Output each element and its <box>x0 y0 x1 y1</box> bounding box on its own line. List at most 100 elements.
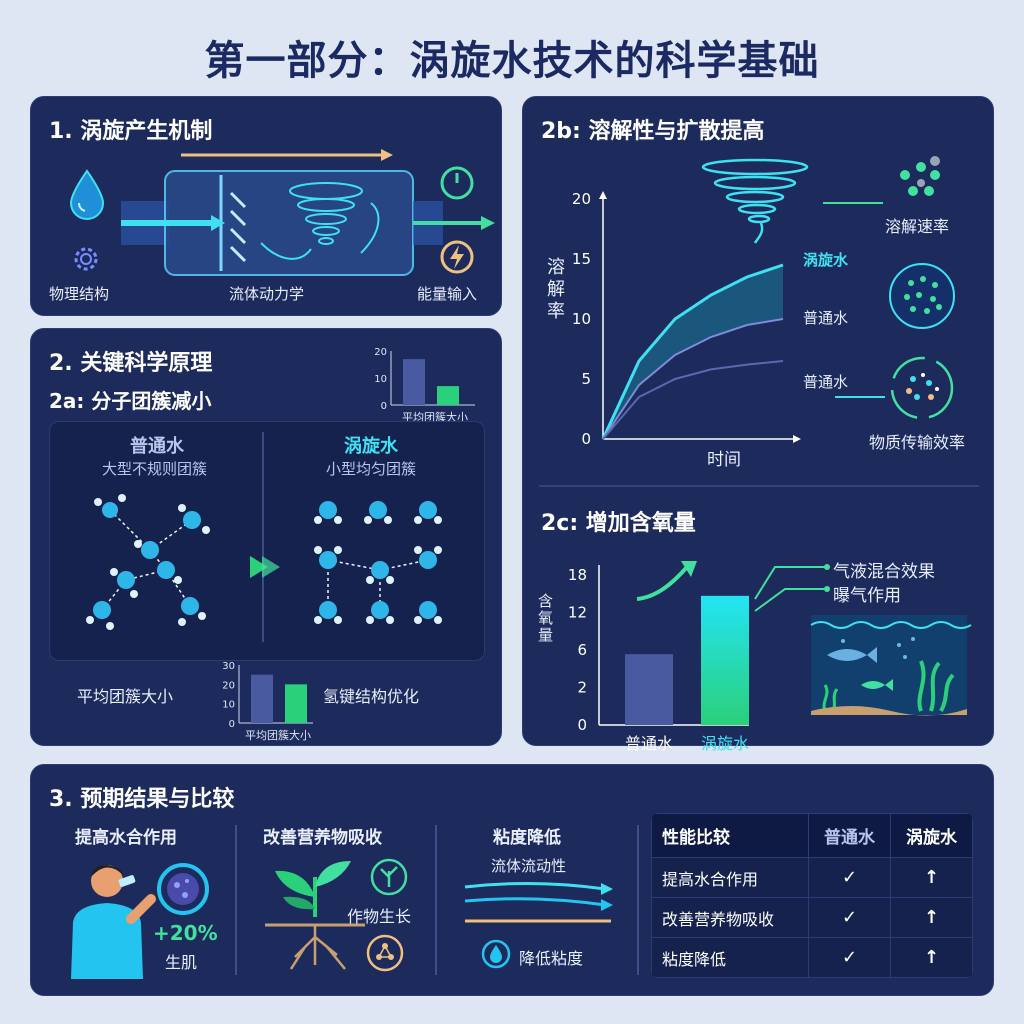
person-drinking-icon <box>71 865 156 979</box>
nutrient-sub: 作物生长 <box>347 907 412 926</box>
y-tick-label: 0 <box>581 430 591 448</box>
table-cell: 改善营养物吸收 <box>651 897 809 938</box>
section-title: 2. 关键科学原理 <box>49 351 213 376</box>
series-line-1 <box>602 318 784 440</box>
y-tick-label: 5 <box>581 370 591 388</box>
series-line-0 <box>601 263 784 440</box>
check-icon: ✓ <box>808 857 891 898</box>
side-connector-2 <box>835 396 885 398</box>
series-line-2 <box>602 360 784 440</box>
ordinary-water-subheading: 大型不规则团簇 <box>102 460 208 478</box>
avg-cluster-label: 平均团簇大小 <box>77 687 174 706</box>
table-row: 粘度降低 ✓ ↑ <box>651 937 973 978</box>
xlabel-time: 时间 <box>707 450 741 470</box>
vortex-water-heading: 涡旋水 <box>344 436 398 457</box>
transport-efficiency-icon <box>890 356 954 420</box>
viscosity-note: 降低粘度 <box>519 949 584 968</box>
label-energy-input: 能量输入 <box>417 285 478 303</box>
table-cell: 粘度降低 <box>651 937 809 978</box>
panel-key-principles: 2. 关键科学原理 2a: 分子团簇减小 20 10 0 平均团簇大小 普通水 大型不… <box>30 328 502 746</box>
hydration-value: +20% <box>153 921 218 945</box>
table-row: 改善营养物吸收 ✓ ↑ <box>651 897 973 938</box>
y-tick-label: 0 <box>577 716 587 734</box>
mini-bar <box>285 684 307 723</box>
viscosity-title: 粘度降低 <box>493 828 561 848</box>
increase-arrow <box>636 561 697 601</box>
gear-icon <box>74 247 98 271</box>
hbond-label: 氢键结构优化 <box>323 687 420 706</box>
cluster-comparison-box: 普通水 大型不规则团簇 涡旋水 小型均匀团簇 <box>49 421 485 661</box>
mini-bar <box>437 386 459 405</box>
label-dissolution-rate: 溶解速率 <box>885 217 950 236</box>
mini-tick-label: 0 <box>381 401 387 412</box>
table-header-cell: 普通水 <box>808 813 891 858</box>
page-title: 第一部分：涡旋水技术的科学基础 <box>204 38 820 84</box>
up-arrow-icon: ↑ <box>890 857 973 898</box>
mini-caption: 平均团簇大小 <box>402 410 468 424</box>
flow-direction-arrow <box>181 149 393 161</box>
subsection-title: 2a: 分子团簇减小 <box>49 389 212 413</box>
mini-tick-label: 20 <box>374 347 387 358</box>
legend-ordinary-1: 普通水 <box>803 309 849 327</box>
mini-tick-label: 10 <box>222 700 235 711</box>
table-cell: 提高水合作用 <box>651 857 809 898</box>
section-divider <box>539 485 979 487</box>
cell-icon <box>157 863 209 915</box>
section-title: 1. 涡旋产生机制 <box>49 119 213 144</box>
note-aeration: 曝气作用 <box>833 586 901 606</box>
power-icon <box>440 166 474 200</box>
label-transport-efficiency: 物质传输效率 <box>869 433 966 452</box>
y-tick-label: 6 <box>577 641 587 659</box>
table-header-cell: 性能比较 <box>651 813 809 858</box>
dissolving-particles-icon <box>900 156 940 196</box>
flow-lines-icon <box>464 881 613 923</box>
y-tick-label: 12 <box>568 604 587 622</box>
divider-1 <box>235 825 237 975</box>
molecule-icon <box>366 934 404 972</box>
bar-0 <box>625 654 673 725</box>
uniform-cluster-molecules <box>314 501 442 624</box>
table-header-cell: 涡旋水 <box>890 813 973 858</box>
vortex-area <box>603 265 783 439</box>
legend-ordinary-2: 普通水 <box>803 373 849 391</box>
section-title: 3. 预期结果与比较 <box>49 787 235 812</box>
divider-3 <box>637 825 639 975</box>
mini-bar-chart-top: 20 10 0 平均团簇大小 <box>374 347 475 424</box>
mini-caption: 平均团簇大小 <box>245 728 311 742</box>
mini-tick-label: 10 <box>374 374 387 385</box>
label-physical-structure: 物理结构 <box>49 285 110 303</box>
y-tick-label: 15 <box>572 250 591 268</box>
divider-2 <box>435 825 437 975</box>
vortex-swirl-icon <box>701 158 809 244</box>
panel-vortex-mechanism: 1. 涡旋产生机制 <box>30 96 502 316</box>
divider-line <box>262 432 264 642</box>
section-title: 2b: 溶解性与扩散提高 <box>541 119 765 144</box>
water-drop-icon <box>69 169 105 220</box>
label-fluid-dynamics: 流体动力学 <box>229 285 305 303</box>
hydration-title: 提高水合作用 <box>75 828 177 848</box>
x-axis-arrow <box>793 435 801 443</box>
viscosity-sub: 流体流动性 <box>491 857 567 875</box>
table-row: 提高水合作用 ✓ ↑ <box>651 857 973 898</box>
bar-1 <box>701 595 749 725</box>
side-connector-1 <box>823 202 883 204</box>
vortex-water-subheading: 小型均匀团簇 <box>326 460 417 478</box>
ylabel-solubility: 溶解率 <box>544 257 565 323</box>
mini-bar <box>251 674 273 723</box>
x-tick-label: 普通水 <box>625 734 673 753</box>
aquarium-illustration <box>810 615 972 716</box>
lightning-icon <box>440 240 474 274</box>
y-tick-label: 20 <box>572 190 591 208</box>
check-icon: ✓ <box>808 897 891 938</box>
table-header-row: 性能比较 普通水 涡旋水 <box>651 813 973 858</box>
ylabel-oxygen: 含氧量 <box>536 593 554 644</box>
mini-tick-label: 0 <box>229 719 235 730</box>
comparison-table: 性能比较 普通水 涡旋水 提高水合作用 ✓ ↑ 改善营养物吸收 ✓ ↑ 粘度降低… <box>651 813 973 978</box>
vortex-device-diagram <box>121 170 495 276</box>
legend-vortex: 涡旋水 <box>803 251 849 269</box>
water-drop-small-icon <box>481 939 511 969</box>
growth-icon <box>370 858 408 896</box>
